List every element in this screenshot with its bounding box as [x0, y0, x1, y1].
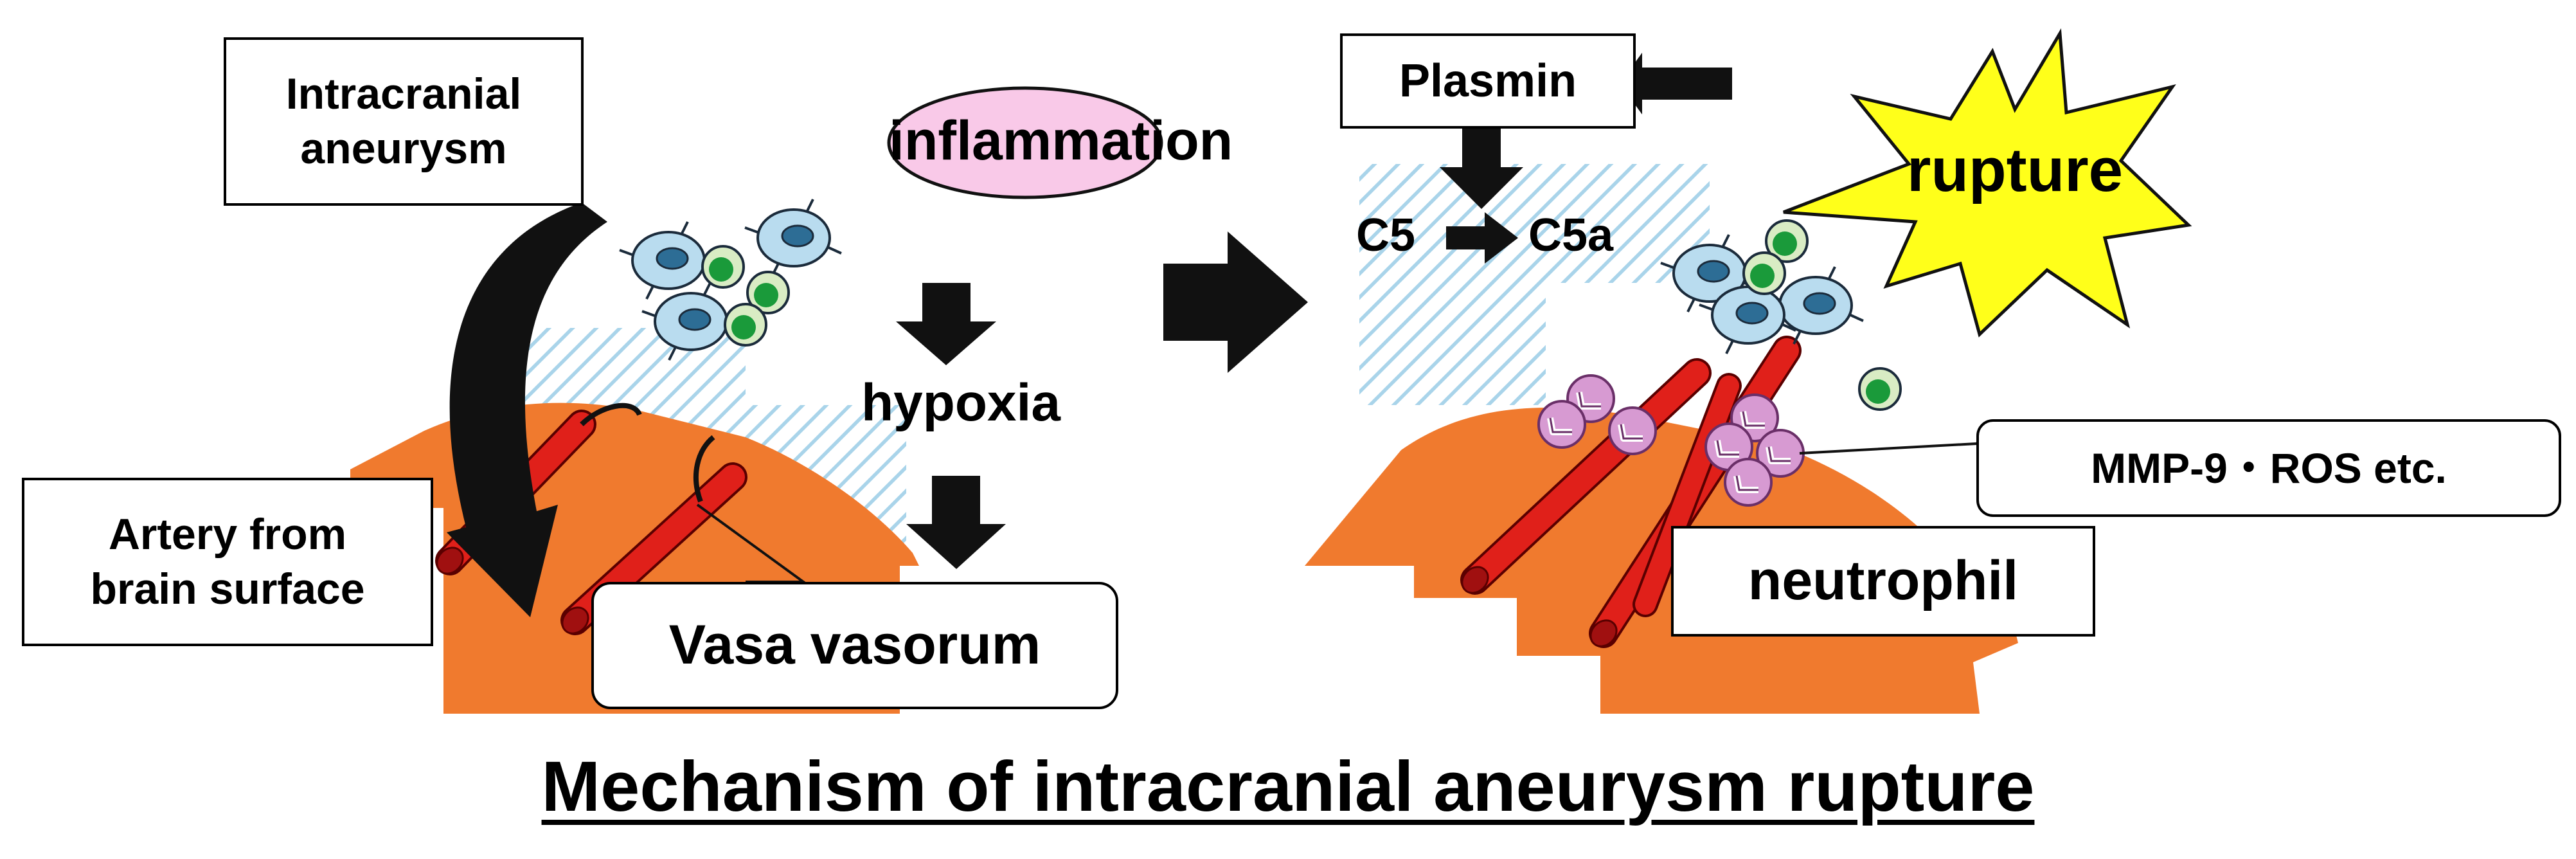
- inflammation-label: inflammation: [889, 110, 1233, 172]
- inflammation-bubble: [887, 86, 1163, 199]
- right-arrow-icon: [1446, 212, 1518, 264]
- right-hatch-region: [1359, 164, 1710, 405]
- artery-label-line1: Artery from: [108, 510, 347, 559]
- macrophage-cell: [618, 221, 717, 300]
- right-vessel-3: [1632, 373, 1742, 617]
- neutrophil-cell: [1725, 459, 1771, 505]
- plasmin-label: Plasmin: [1340, 33, 1636, 129]
- rupture-label: rupture: [1907, 136, 2123, 204]
- lymphocyte-cell: [724, 303, 767, 347]
- left-arrow-icon: [1620, 53, 1732, 114]
- right-vessel-1: [1460, 358, 1712, 595]
- artery-label: Artery from brain surface: [22, 478, 433, 646]
- mmp-callout-pointer: [1799, 423, 2003, 455]
- right-panel: [1305, 28, 2192, 714]
- vasa-vasorum-label: Vasa vasorum: [591, 582, 1118, 709]
- curved-arrow-icon: [447, 203, 607, 617]
- neutrophil-label: neutrophil: [1671, 526, 2095, 637]
- c5a-label: C5a: [1528, 210, 1614, 261]
- lymphocyte-cell: [1742, 251, 1786, 295]
- lymphocyte-cell: [1858, 367, 1902, 411]
- macrophage-cell: [744, 198, 843, 278]
- down-arrow-icon: [1440, 129, 1523, 209]
- c5-label: C5: [1356, 210, 1416, 261]
- aneurysm-label-line2: aneurysm: [300, 124, 507, 173]
- mmp-ros-label: MMP-9・ROS etc.: [1976, 419, 2561, 517]
- lymphocyte-cell: [701, 245, 745, 289]
- diagram-title: Mechanism of intracranial aneurysm ruptu…: [541, 747, 2035, 826]
- down-arrow-icon: [906, 476, 1006, 569]
- neutrophil-cell: [1539, 401, 1585, 448]
- rupture-burst: [1783, 28, 2192, 338]
- aneurysm-label-line1: Intracranial: [285, 69, 522, 118]
- artery-label-line2: brain surface: [90, 565, 365, 613]
- intracranial-aneurysm-label: Intracranial aneurysm: [224, 37, 584, 206]
- hypoxia-label: hypoxia: [861, 374, 1060, 432]
- down-arrow-icon: [896, 283, 996, 365]
- neutrophil-cell: [1609, 408, 1656, 454]
- progression-arrow-icon: [1163, 231, 1308, 373]
